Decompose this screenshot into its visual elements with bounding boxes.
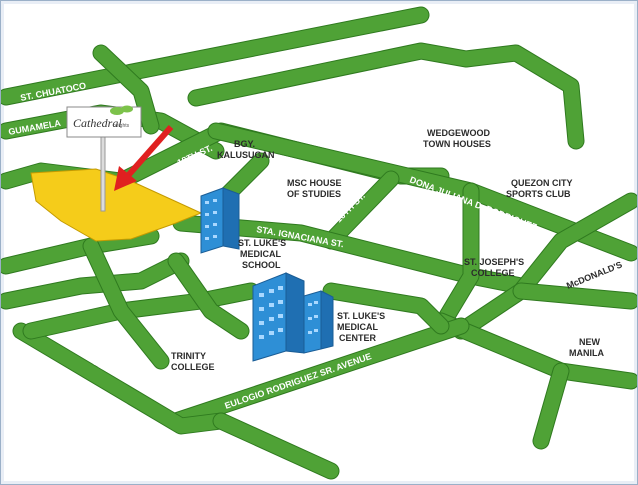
label-st-josephs-1: ST. JOSEPH'S — [464, 257, 524, 267]
label-msc-1: MSC HOUSE — [287, 178, 342, 188]
road-sta-ignaciana — [173, 215, 529, 294]
building-icon-medical-school — [200, 187, 240, 254]
road-16th-st — [323, 171, 399, 249]
label-slms-1: ST. LUKE'S — [238, 238, 286, 248]
building-icon-medical-center — [252, 272, 334, 362]
label-mcdonalds: McDONALD'S — [565, 259, 624, 290]
label-bgy-kalusugan-2: KALUSUGAN — [217, 150, 275, 160]
label-wedgewood-2: TOWN HOUSES — [423, 139, 491, 149]
billboard-icon: Cathedral heights — [66, 105, 142, 212]
label-slmc-3: CENTER — [339, 333, 377, 343]
label-wedgewood-1: WEDGEWOOD — [427, 128, 490, 138]
road-rosal — [188, 43, 584, 149]
label-trinity-2: COLLEGE — [171, 362, 215, 372]
label-st-josephs-2: COLLEGE — [471, 268, 515, 278]
label-bgy-kalusugan-1: BGY. — [234, 139, 255, 149]
label-new-manila-2: MANILA — [569, 348, 604, 358]
road-network — [1, 6, 637, 480]
sign-text: Cathedral — [73, 116, 122, 130]
sign-small-text: heights — [113, 123, 130, 129]
label-msc-2: OF STUDIES — [287, 189, 341, 199]
label-qc-sports-1: QUEZON CITY — [511, 178, 573, 188]
label-qc-sports-2: SPORTS CLUB — [506, 189, 571, 199]
label-slms-3: SCHOOL — [242, 260, 281, 270]
road-felida-drive — [13, 323, 229, 434]
label-rosal: ROSAL — [324, 85, 357, 101]
road-eulogio-rodriguez — [168, 318, 469, 429]
label-new-manila-1: NEW — [579, 337, 601, 347]
red-arrow-icon — [114, 125, 174, 191]
label-trinity-1: TRINITY — [171, 351, 206, 361]
road-st-chuatoco — [1, 7, 429, 105]
label-slmc-2: MEDICAL — [337, 322, 378, 332]
property-site — [30, 168, 203, 242]
label-slms-2: MEDICAL — [240, 249, 281, 259]
label-slmc-1: ST. LUKE'S — [337, 311, 385, 321]
label-eulogio-rodriguez: EULOGIO RODRIGUEZ SR. AVENUE — [223, 351, 372, 411]
